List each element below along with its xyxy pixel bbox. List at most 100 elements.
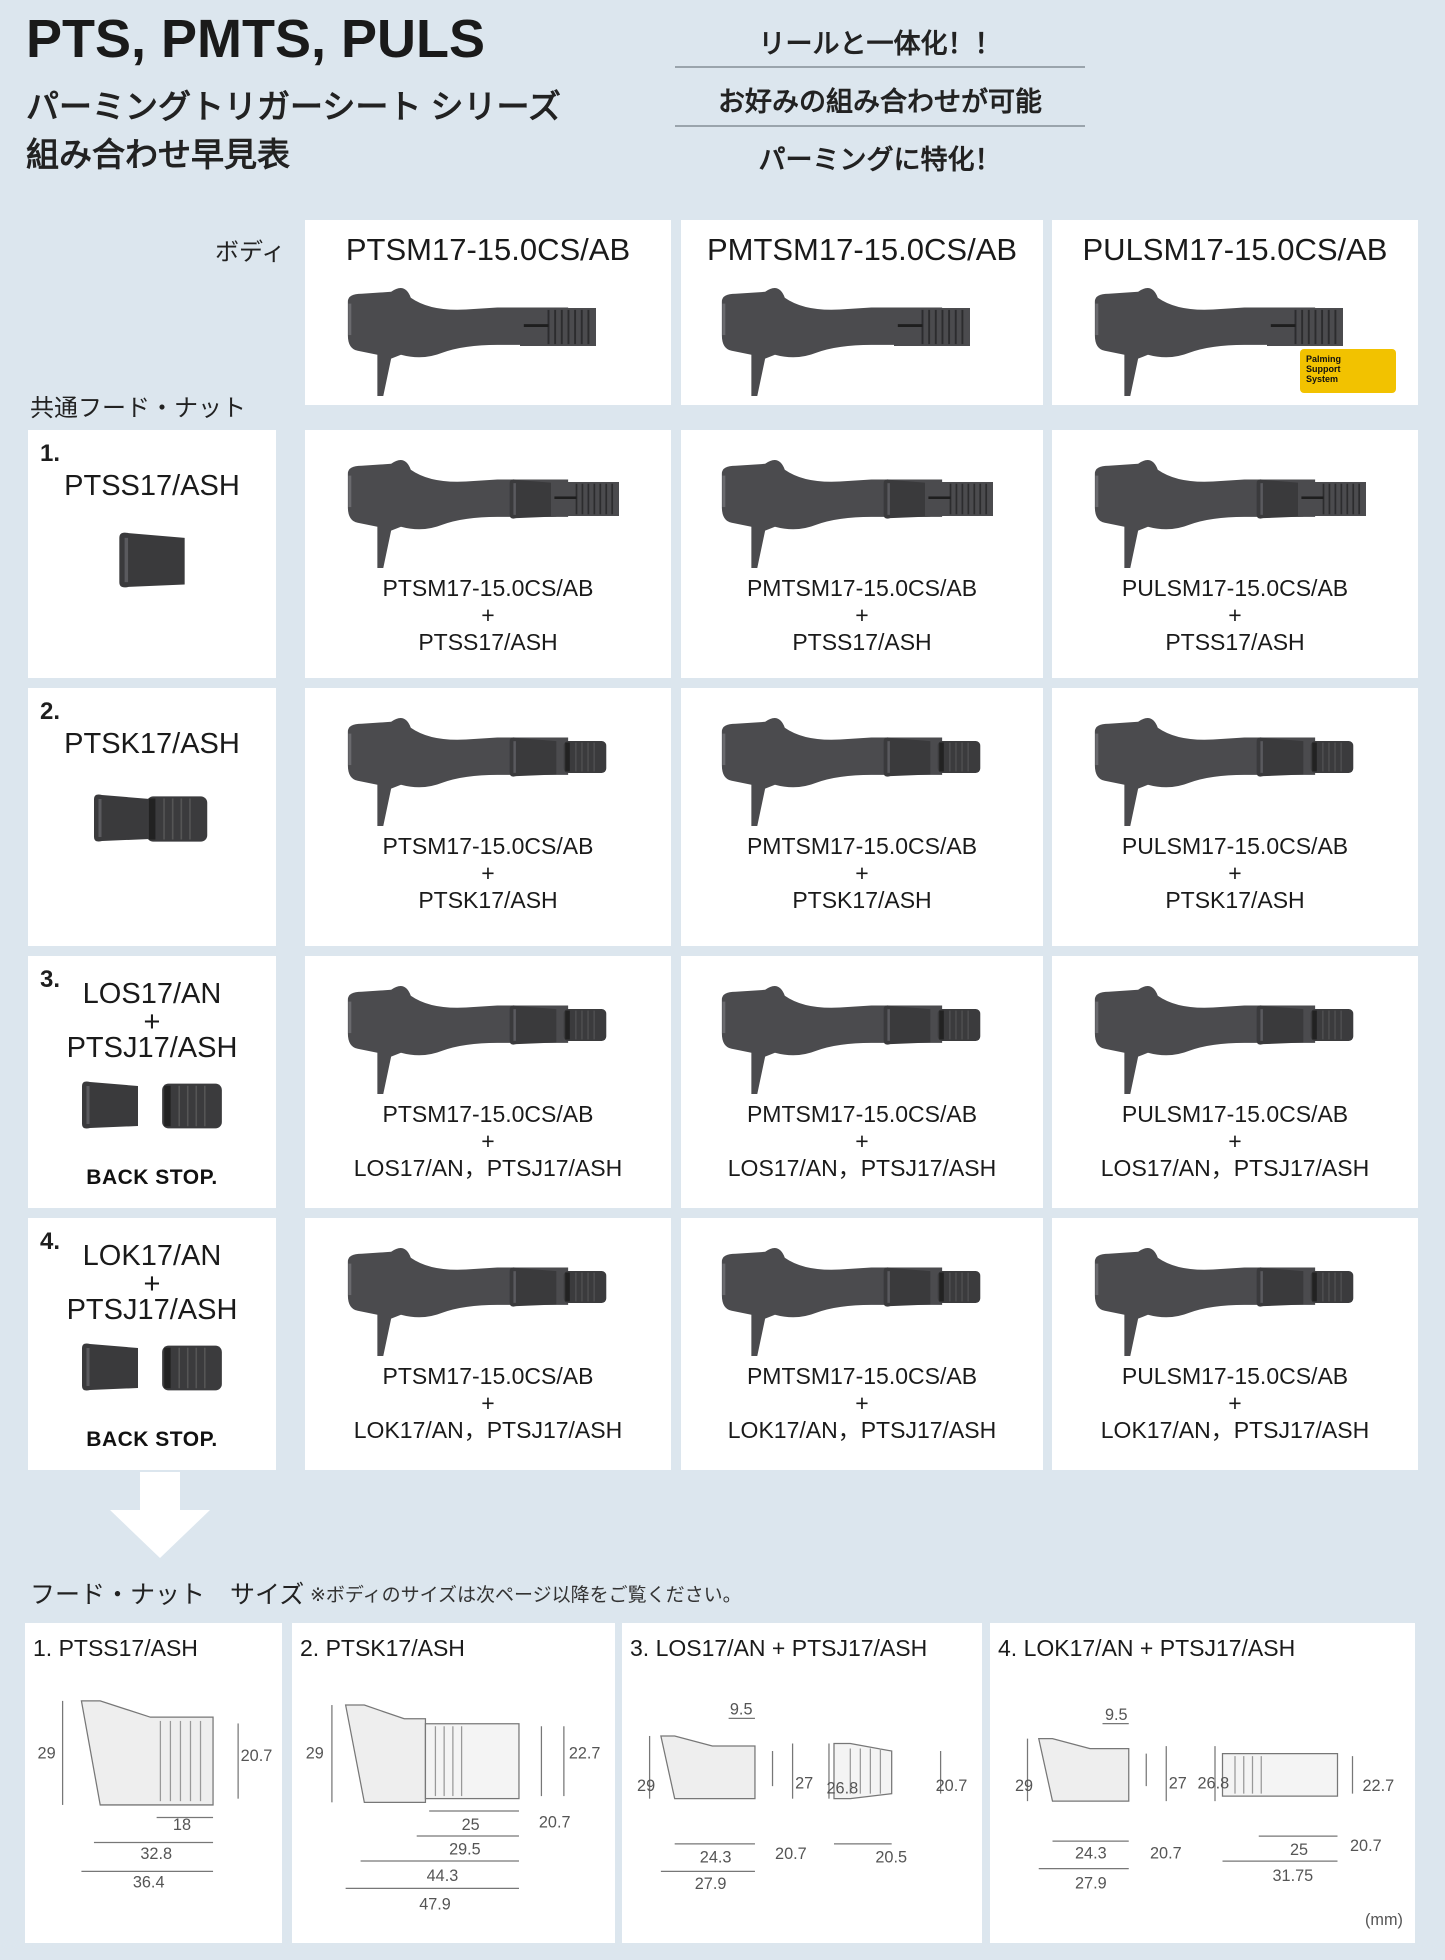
part-name: PTSK17/ASH [64,728,240,760]
dim-label: 29 [1015,1777,1033,1795]
part-image [80,1079,223,1131]
dim-label: 9.5 [730,1701,753,1719]
combined-grip-image [1093,1246,1355,1358]
size-panel-3: 3. LOS17/AN + PTSJ17/ASH 9.5 29 27 24.3 … [622,1623,982,1943]
badge-line: Palming [1306,354,1342,364]
parts-name: LOK17/AN，PTSJ17/ASH [353,1417,623,1443]
back-stop-logo: BACK STOP. [86,1428,218,1451]
parts-name: PTSK17/ASH [1165,887,1305,913]
parts-name: PTSS17/ASH [792,629,932,655]
panel-title: 3. LOS17/AN + PTSJ17/ASH [630,1635,928,1661]
plus-sign: + [481,602,495,628]
size-panel-1: 1. PTSS17/ASH 29 20.7 18 32.8 36.4 [25,1623,282,1943]
combination-label: PULSM17-15.0CS/AB+LOS17/AN，PTSJ17/ASH [1052,1101,1418,1182]
combination-label: PMTSM17-15.0CS/AB+LOK17/AN，PTSJ17/ASH [681,1363,1043,1444]
hood-nut-card-1: 1.PTSS17/ASH [28,430,276,678]
part-name: + [143,1006,161,1038]
tagline-3: パーミングに特化！ [758,145,1002,175]
combination-label: PULSM17-15.0CS/AB+PTSK17/ASH [1052,833,1418,914]
dim-label: 9.5 [1105,1706,1128,1724]
combination-cell: PTSM17-15.0CS/AB+LOK17/AN，PTSJ17/ASH [305,1218,671,1470]
combination-cell: PULSM17-15.0CS/AB+LOK17/AN，PTSJ17/ASH [1052,1218,1418,1470]
dim-label: 22.7 [569,1745,601,1763]
dim-label: 27.9 [695,1875,727,1893]
combined-grip-image [720,716,982,828]
dim-label: 32.8 [140,1845,172,1863]
parts-name: LOS17/AN，PTSJ17/ASH [353,1155,623,1181]
dim-label: 26.8 [826,1780,858,1798]
plus-sign: + [1228,860,1242,886]
tagline-2: お好みの組み合わせが可能 [718,87,1042,117]
combined-grip-image [720,984,982,1096]
combination-cell: PMTSM17-15.0CS/AB+PTSS17/ASH [681,430,1043,678]
combination-cell: PTSM17-15.0CS/AB+PTSS17/ASH [305,430,671,678]
ptss17-dimension-drawing: 29 20.7 18 32.8 36.4 [38,1700,273,1892]
dim-label: 22.7 [1363,1777,1395,1795]
dim-label: 20.7 [775,1845,807,1863]
combined-grip-image [346,716,608,828]
parts-name: LOK17/AN，PTSJ17/ASH [1100,1417,1370,1443]
grip-body-image [346,286,598,398]
parts-name: PTSS17/ASH [418,629,558,655]
tagline-divider [675,66,1085,68]
body-name: PMTSM17-15.0CS/AB [746,575,978,601]
combined-grip-image [720,1246,982,1358]
dim-label: 27.9 [1075,1875,1107,1893]
combined-grip-image [346,458,620,570]
body-card-pts: PTSM17-15.0CS/AB [305,220,671,405]
panel-title: 2. PTSK17/ASH [300,1635,465,1661]
dim-label: 20.7 [241,1747,273,1765]
part-name: PTSS17/ASH [64,470,240,502]
combination-cell: PULSM17-15.0CS/AB+PTSK17/ASH [1052,688,1418,946]
row-number: 2. [40,698,61,725]
tagline-divider [675,125,1085,127]
part-image [80,1341,223,1393]
dim-label: 29 [637,1777,655,1795]
grip-body-image [720,286,972,398]
plus-sign: + [1228,602,1242,628]
body-name: PULSM17-15.0CS/AB [1082,232,1388,267]
parts-name: PTSS17/ASH [1165,629,1305,655]
combination-cell: PULSM17-15.0CS/AB+PTSS17/ASH [1052,430,1418,678]
common-hood-nut-label: 共通フード・ナット [30,395,246,422]
part-name: LOK17/AN [82,1240,222,1272]
body-name: PTSM17-15.0CS/AB [382,1101,594,1127]
ptsk17-dimension-drawing: 29 22.7 20.7 25 29.5 44.3 47.9 [306,1704,601,1914]
row-number: 3. [40,966,61,993]
dim-label: 25 [462,1816,480,1834]
combination-cell: PULSM17-15.0CS/AB+LOS17/AN，PTSJ17/ASH [1052,956,1418,1208]
dim-label: 27 [1169,1775,1187,1793]
sizes-note: ※ボディのサイズは次ページ以降をご覧ください。 [310,1585,742,1606]
body-name: PTSM17-15.0CS/AB [382,833,594,859]
body-card-puls: PULSM17-15.0CS/AB Palming Support System [1052,220,1418,405]
palming-support-system-badge: Palming Support System [1300,349,1396,393]
dim-label: 44.3 [427,1867,459,1885]
body-name: PTSM17-15.0CS/AB [345,232,631,267]
body-name: PMTSM17-15.0CS/AB [746,833,978,859]
size-panel-2: 2. PTSK17/ASH 29 22.7 20.7 25 29.5 44.3 … [292,1623,615,1943]
combination-cell: PMTSM17-15.0CS/AB+PTSK17/ASH [681,688,1043,946]
body-card-pmts: PMTSM17-15.0CS/AB [681,220,1043,405]
unit-label: (mm) [1365,1911,1403,1929]
combination-label: PMTSM17-15.0CS/AB+PTSS17/ASH [681,575,1043,656]
dim-label: 26.8 [1198,1775,1230,1793]
panel-title: 1. PTSS17/ASH [33,1635,198,1661]
badge-line: Support [1306,364,1341,374]
combination-cell: PMTSM17-15.0CS/AB+LOS17/AN，PTSJ17/ASH [681,956,1043,1208]
dim-label: 24.3 [1075,1845,1107,1863]
dim-label: 24.3 [700,1849,732,1867]
size-panel-4: 4. LOK17/AN + PTSJ17/ASH 9.5 29 27 26.8 … [990,1623,1415,1943]
body-name: PULSM17-15.0CS/AB [1121,575,1349,601]
dim-label: 20.7 [936,1777,968,1795]
combination-label: PTSM17-15.0CS/AB+PTSS17/ASH [305,575,671,656]
part-name: PTSJ17/ASH [66,1032,238,1064]
los17-dimension-drawing: 9.5 29 27 24.3 20.7 27.9 26.8 20.7 20.5 [637,1701,968,1893]
body-name: PULSM17-15.0CS/AB [1121,1363,1349,1389]
hood-nut-card-2: 2.PTSK17/ASH [28,688,276,946]
back-stop-logo: BACK STOP. [86,1166,218,1189]
part-image [92,792,209,844]
combination-cell: PTSM17-15.0CS/AB+LOS17/AN，PTSJ17/ASH [305,956,671,1208]
plus-sign: + [855,1390,869,1416]
plus-sign: + [855,1128,869,1154]
dim-label: 18 [173,1816,191,1834]
